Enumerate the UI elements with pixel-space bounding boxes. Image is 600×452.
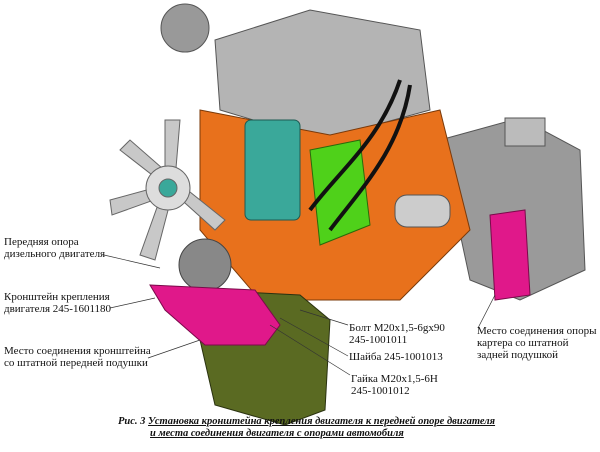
pump-assembly [309, 139, 371, 246]
label-line: Передняя опора [4, 236, 79, 248]
label-line: Гайка М20x1,5-6Н [351, 373, 438, 385]
hose [328, 84, 412, 232]
label-line: Место соединения кронштейна [4, 345, 151, 357]
label-line: Кронштейн крепления [4, 291, 110, 303]
label-line: 245-1001012 [351, 385, 410, 397]
label-line: Болт М20x1,5-6gx90 [349, 322, 445, 334]
front-bracket [149, 284, 281, 346]
label-line: со штатной передней подушки [4, 357, 148, 369]
figure-caption: Рис. 3 Установка кронштейна крепления дв… [118, 416, 495, 440]
label-nut: Гайка М20x1,5-6Н 245-1001012 [351, 373, 438, 397]
compressor [244, 119, 301, 221]
label-line: задней подушкой [477, 349, 559, 361]
fan [109, 119, 226, 261]
label-front-support: Передняя опора дизельного двигателя [4, 236, 105, 260]
label-line: Шайба 245-1001013 [349, 351, 443, 363]
starter [394, 194, 451, 228]
pulley [178, 238, 232, 292]
caption-line1: Установка кронштейна крепления двигателя… [148, 416, 496, 427]
label-bracket-joint: Место соединения кронштейна со штатной п… [4, 345, 151, 369]
label-rear-joint: Место соединения опоры картера со штатно… [477, 325, 596, 361]
rear-bracket [489, 209, 531, 301]
label-line: картера со штатной [477, 337, 569, 349]
cylinder-head [214, 9, 431, 141]
hose [308, 79, 402, 212]
gearbox-top [504, 117, 546, 147]
label-line: Место соединения опоры [477, 325, 597, 337]
leader-lines [103, 254, 496, 376]
label-line: 245-1001011 [349, 334, 408, 346]
label-bracket: Кронштейн крепления двигателя 245-160118… [4, 291, 111, 315]
label-line: дизельного двигателя [4, 248, 106, 260]
label-bolt: Болт М20x1,5-6gx90 245-1001011 [349, 322, 445, 346]
label-line: двигателя 245-1601180 [4, 303, 112, 315]
turbo [160, 3, 210, 53]
caption-prefix: Рис. 3 [118, 416, 146, 427]
label-washer: Шайба 245-1001013 [349, 351, 443, 363]
caption-line2: и места соединения двигателя с опорами а… [150, 428, 404, 439]
